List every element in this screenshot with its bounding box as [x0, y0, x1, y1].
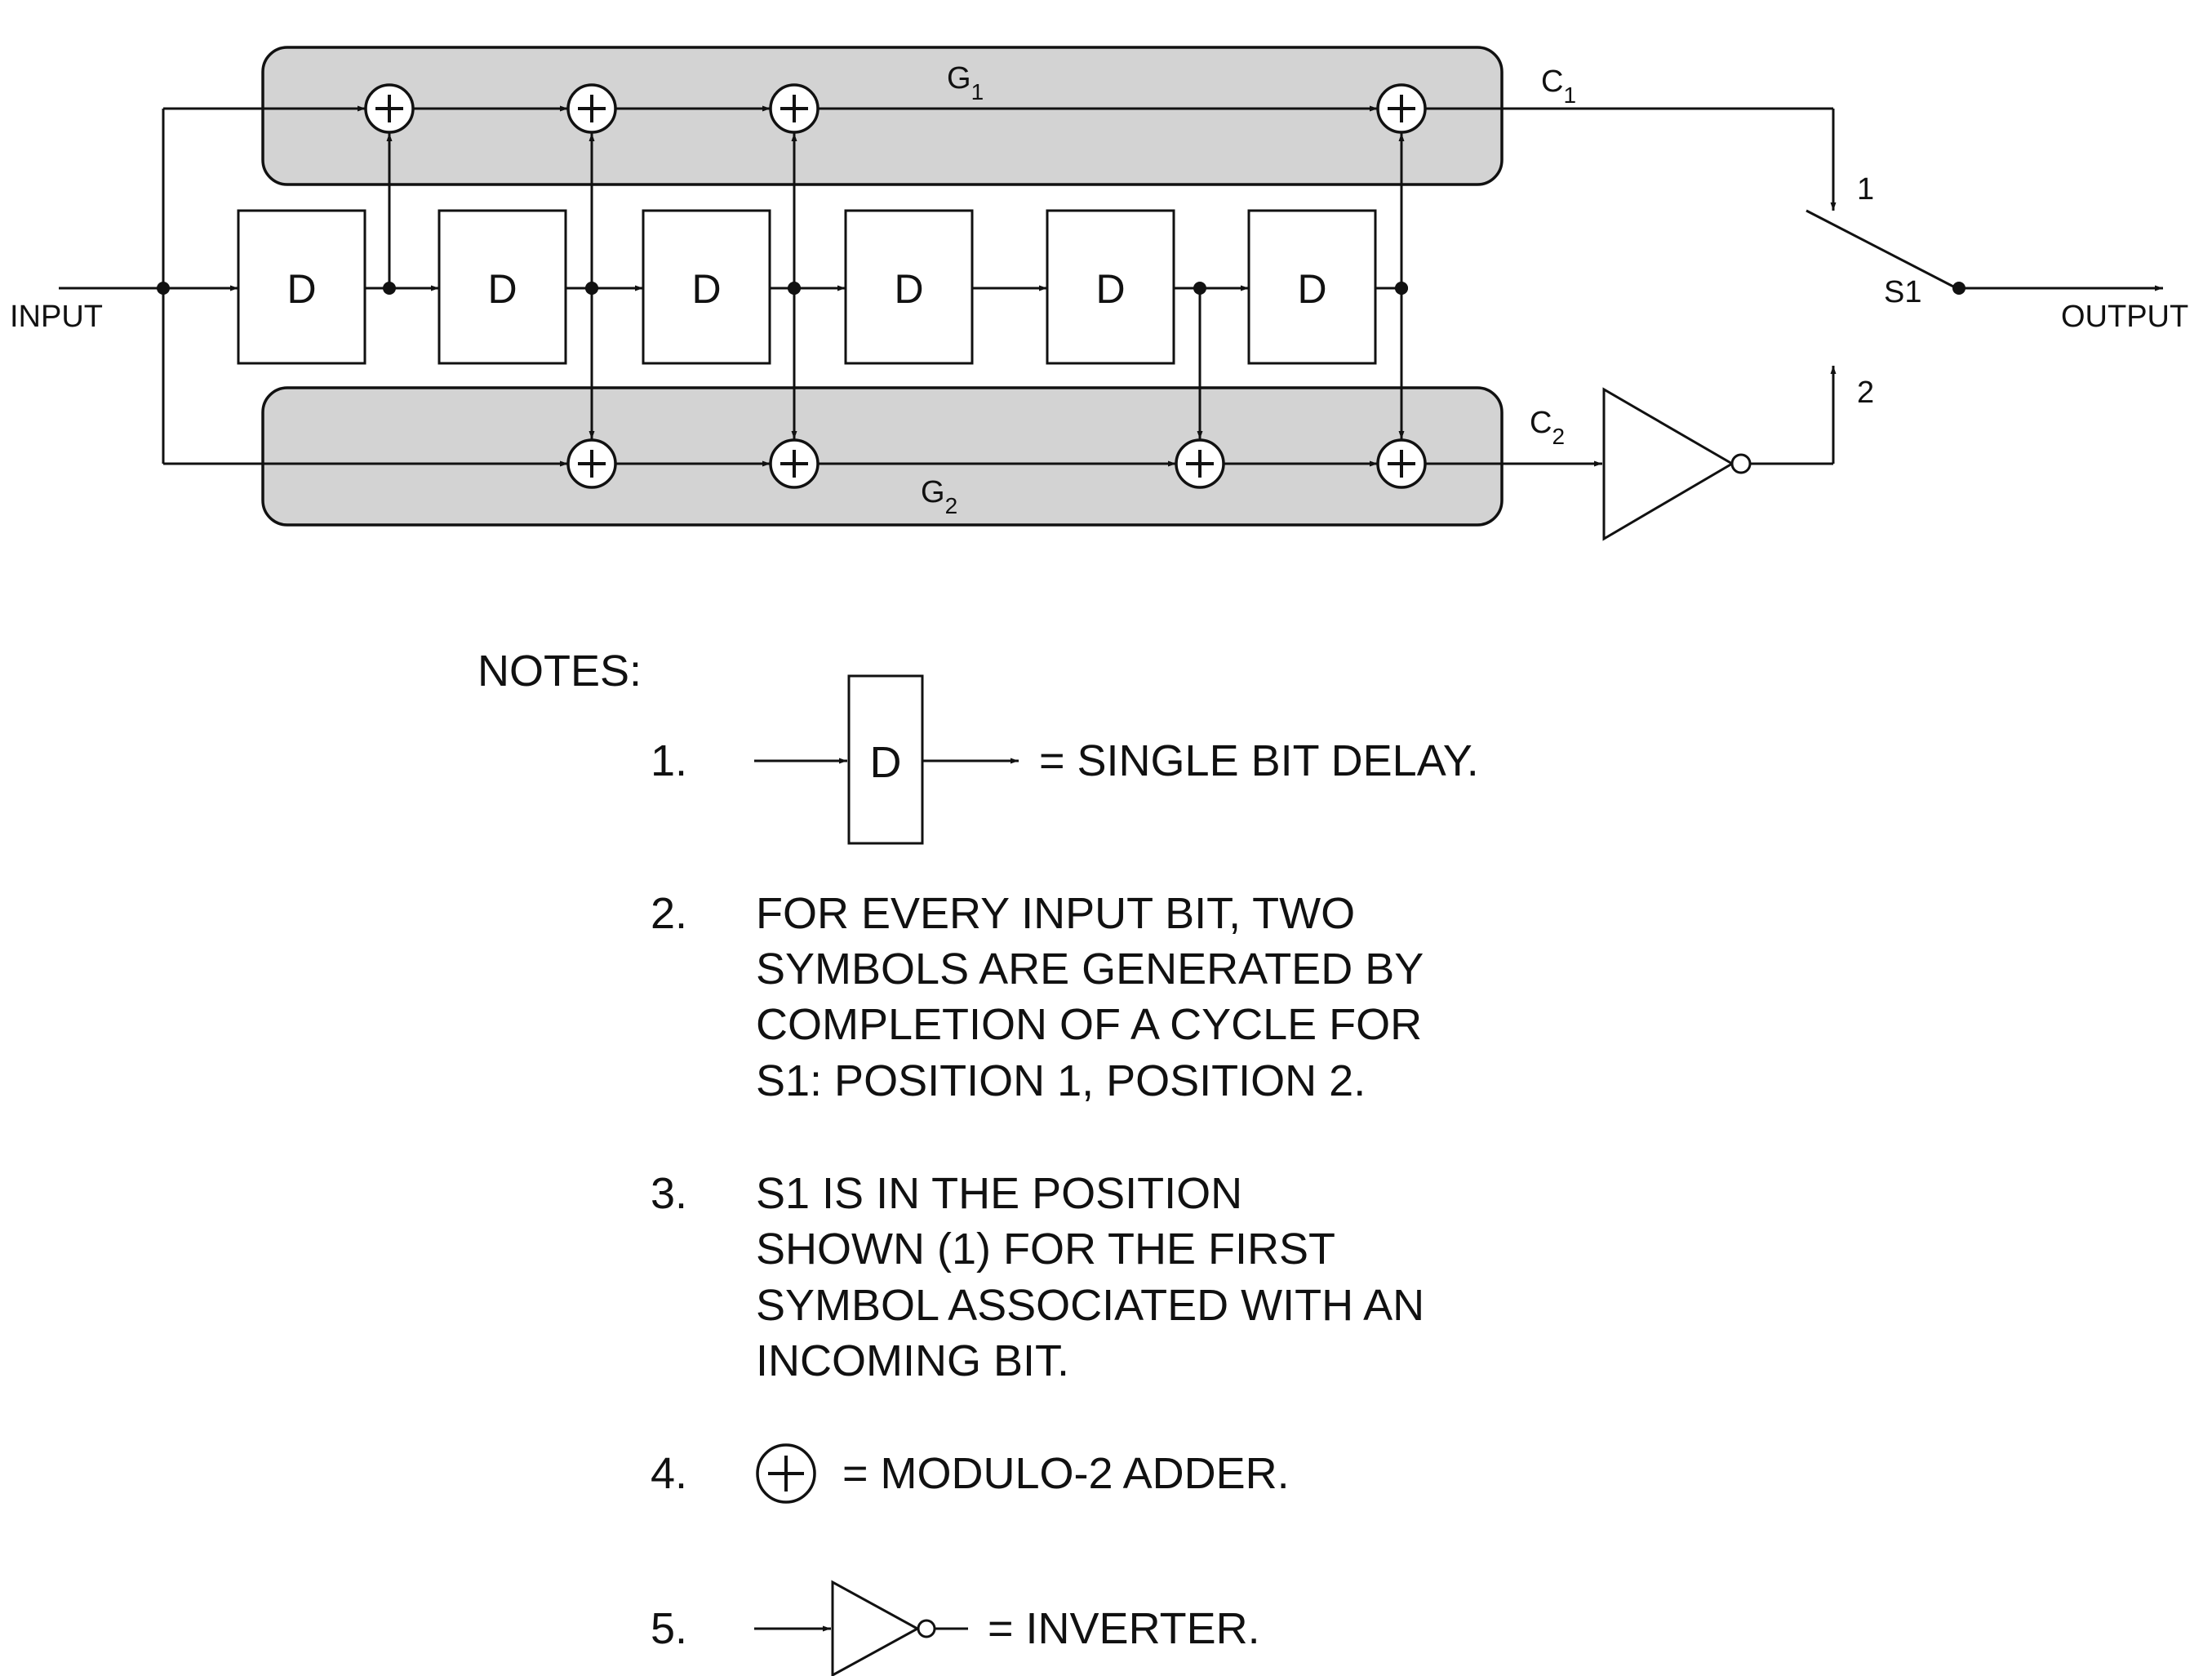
g1-adder	[769, 83, 820, 134]
switch-s1	[1806, 209, 1965, 295]
junction-dot	[1193, 282, 1206, 295]
note-3-line-4: INCOMING BIT.	[756, 1336, 1069, 1385]
note-4-number: 4.	[651, 1449, 687, 1498]
note-2-line-3: COMPLETION OF A CYCLE FOR	[756, 1000, 1422, 1049]
junction-dot	[157, 282, 170, 295]
delay-box-label: D	[691, 266, 721, 312]
note-3-number: 3.	[651, 1169, 687, 1218]
junction-dot	[383, 282, 396, 295]
delay-box-label: D	[1297, 266, 1326, 312]
delay-box-rect	[642, 209, 771, 365]
note-2-line-4: S1: POSITION 1, POSITION 2.	[756, 1056, 1366, 1105]
delay-box-rect	[1247, 209, 1377, 365]
g1-label: G1	[947, 61, 984, 104]
delay-box-rect	[1046, 209, 1175, 365]
g1-adder	[566, 83, 617, 134]
note-1-number: 1.	[651, 736, 687, 785]
junction-dot	[788, 282, 801, 295]
input-label: INPUT	[10, 300, 103, 334]
note-4-adder-symbol	[756, 1443, 816, 1504]
signal-wires	[59, 105, 2163, 467]
note-1-delay-symbol: D	[754, 674, 1019, 845]
c2-label: C2	[1530, 406, 1565, 449]
junction-dot	[585, 282, 598, 295]
delay-box-label: D	[487, 266, 517, 312]
g1-adder	[1376, 83, 1427, 134]
delay-box-rect	[844, 209, 974, 365]
note-1-delay-letter: D	[870, 738, 902, 787]
notes-heading: NOTES:	[477, 647, 642, 696]
delay-box: D	[1247, 209, 1377, 365]
delay-box-label: D	[1095, 266, 1125, 312]
delay-box-label: D	[894, 266, 923, 312]
g1-adder	[364, 83, 415, 134]
note-3-line-3: SYMBOL ASSOCIATED WITH AN	[756, 1281, 1424, 1330]
delay-box: D	[237, 209, 366, 365]
switch-position-2-label: 2	[1857, 376, 1874, 410]
junction-dot	[1395, 282, 1408, 295]
delay-box: D	[1046, 209, 1175, 365]
g2-adder	[769, 438, 820, 489]
g2-adder	[1376, 438, 1427, 489]
c1-label: C1	[1541, 64, 1576, 108]
delay-box: D	[844, 209, 974, 365]
note-5-inverter-symbol	[754, 1580, 968, 1676]
inverter	[1602, 387, 1752, 541]
g2-label: G2	[921, 475, 957, 518]
delay-box-rect	[237, 209, 366, 365]
note-3-line-2: SHOWN (1) FOR THE FIRST	[756, 1225, 1335, 1274]
note-2-number: 2.	[651, 889, 687, 938]
g2-panel	[261, 386, 1504, 527]
g2-adder	[1175, 438, 1225, 489]
note-3-line-1: S1 IS IN THE POSITION	[756, 1169, 1242, 1218]
note-5-number: 5.	[651, 1604, 687, 1653]
junction-dots	[157, 282, 1408, 295]
modulo-2-adders	[364, 83, 1427, 489]
switch-label: S1	[1884, 275, 1921, 309]
g1-panel	[261, 46, 1504, 186]
g2-adder	[566, 438, 617, 489]
delay-box: D	[642, 209, 771, 365]
output-label: OUTPUT	[2061, 300, 2188, 334]
delay-box-rect	[438, 209, 567, 365]
delay-box: D	[438, 209, 567, 365]
delay-box-label: D	[286, 266, 316, 312]
switch-position-1-label: 1	[1857, 172, 1874, 207]
note-2-line-1: FOR EVERY INPUT BIT, TWO	[756, 889, 1355, 938]
note-5-text: = INVERTER.	[988, 1604, 1260, 1653]
note-2-line-2: SYMBOLS ARE GENERATED BY	[756, 945, 1424, 994]
note-4-text: = MODULO-2 ADDER.	[842, 1449, 1290, 1498]
note-1-text: = SINGLE BIT DELAY.	[1039, 736, 1479, 785]
notes-section: NOTES: 1. D = SINGLE BIT DELAY. 2. FOR E…	[477, 647, 1479, 1676]
